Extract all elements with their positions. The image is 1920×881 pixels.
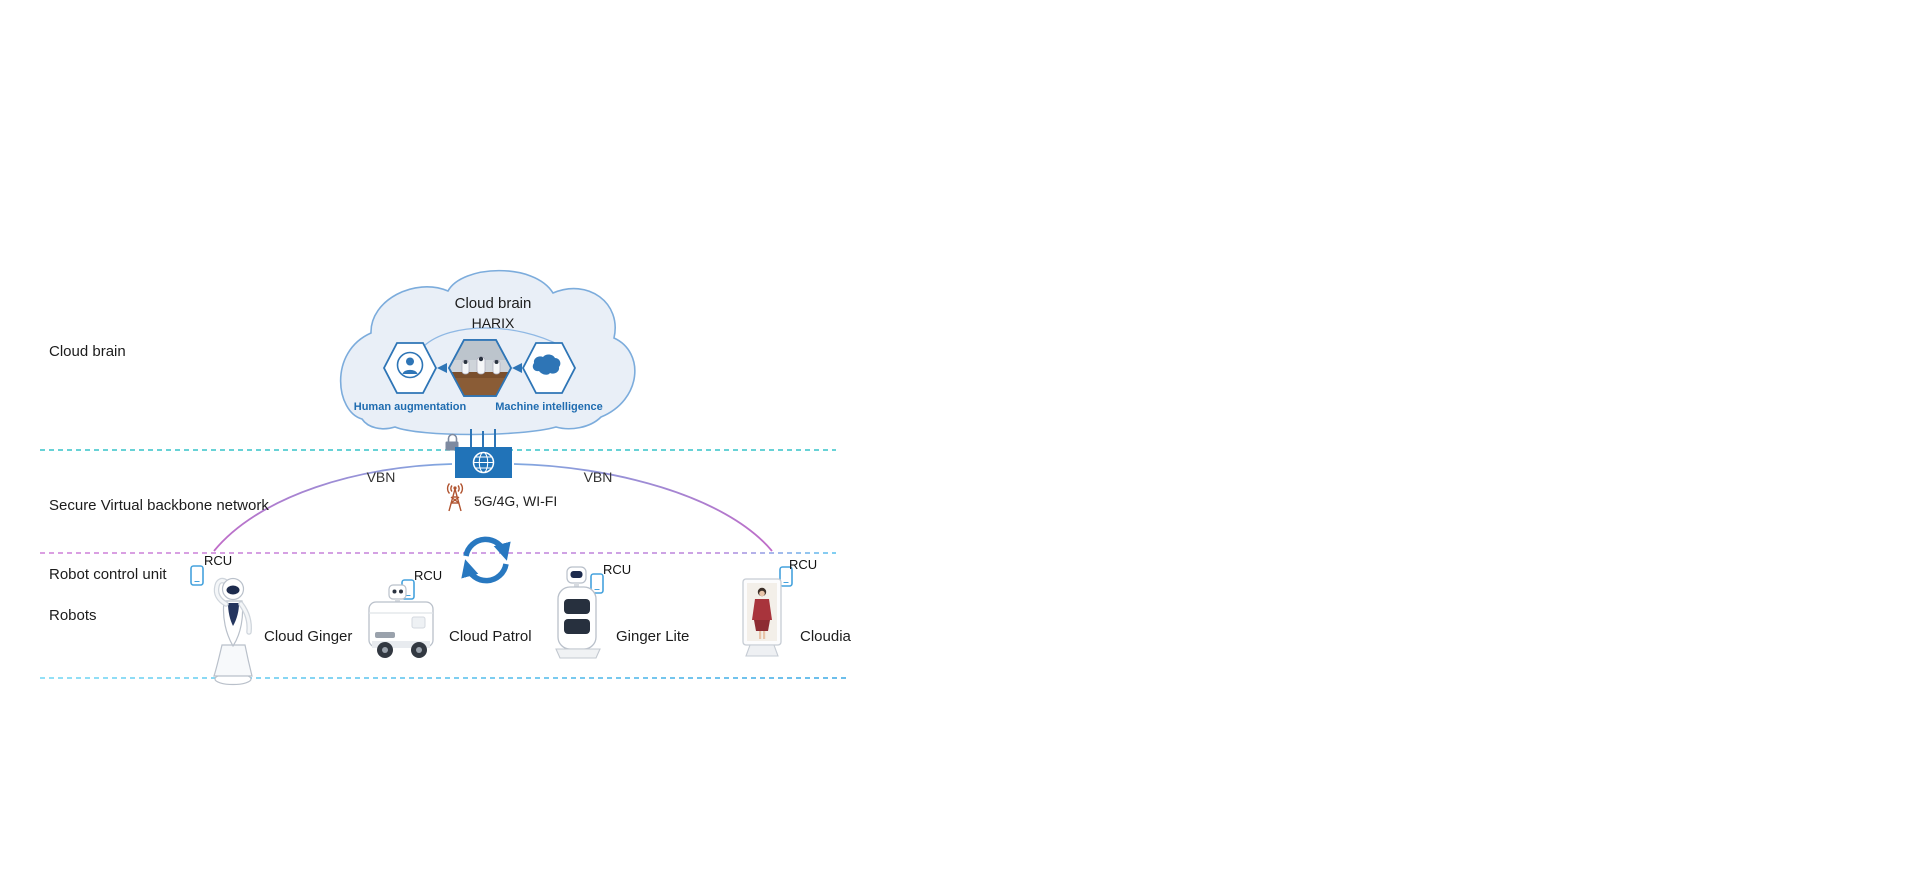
user-icon bbox=[396, 351, 424, 379]
layer-label-robot-control-unit: Robot control unit bbox=[49, 566, 167, 583]
vbn-label-right: VBN bbox=[583, 469, 613, 485]
layer-label-robots: Robots bbox=[49, 607, 97, 624]
rcu-tag-cloud-patrol: RCU bbox=[414, 568, 443, 583]
rcu-tag-ginger-lite: RCU bbox=[603, 562, 632, 577]
vbn-curve-left bbox=[213, 463, 453, 552]
rcu-tag-cloudia: RCU bbox=[789, 557, 818, 572]
vbn-label-left: VBN bbox=[366, 469, 396, 485]
capability-label-human-augmentation: Human augmentation bbox=[353, 401, 467, 413]
layer-label-cloud-brain: Cloud brain bbox=[49, 343, 126, 360]
sync-arrows-icon bbox=[461, 536, 511, 584]
hexagon-human-augmentation bbox=[382, 342, 438, 394]
cloud-patrol-image bbox=[368, 584, 434, 658]
secure-gateway bbox=[445, 433, 512, 478]
robot-name-cloudia: Cloudia bbox=[800, 628, 851, 645]
cloud-gateway-connectors bbox=[470, 429, 496, 448]
brain-icon bbox=[532, 354, 561, 375]
smartphone-icon bbox=[779, 566, 793, 587]
globe-router-icon bbox=[472, 451, 495, 474]
hexagon-robots-photo bbox=[447, 339, 513, 397]
hexagon-connector-arc bbox=[423, 327, 562, 347]
radio-tower-icon bbox=[446, 483, 464, 512]
arrow-left-icon bbox=[512, 363, 522, 373]
ginger-lite-image bbox=[555, 566, 601, 659]
cloud-subtitle-harix: HARIX bbox=[471, 315, 515, 331]
cloud-ginger-image bbox=[213, 577, 253, 686]
robot-name-cloud-ginger: Cloud Ginger bbox=[264, 628, 353, 645]
vbn-curve-right bbox=[513, 463, 773, 552]
hexagon-machine-intelligence bbox=[521, 342, 577, 394]
rcu-tag-cloud-ginger: RCU bbox=[204, 553, 233, 568]
smartphone-icon bbox=[590, 573, 604, 594]
arrow-left-icon bbox=[437, 363, 447, 373]
layer-separator-lines bbox=[40, 449, 850, 679]
robot-name-cloud-patrol: Cloud Patrol bbox=[449, 628, 532, 645]
capability-hexagons bbox=[382, 339, 577, 397]
layer-label-secure-vbn: Secure Virtual backbone network bbox=[49, 497, 269, 514]
smartphone-icon bbox=[190, 565, 204, 586]
vbn-curves bbox=[213, 463, 773, 552]
cloud-title: Cloud brain bbox=[454, 295, 532, 312]
wireless-label: 5G/4G, WI-FI bbox=[474, 493, 558, 509]
robot-name-ginger-lite: Ginger Lite bbox=[616, 628, 690, 645]
capability-label-machine-intelligence: Machine intelligence bbox=[495, 401, 603, 413]
cloudia-image bbox=[742, 578, 782, 657]
